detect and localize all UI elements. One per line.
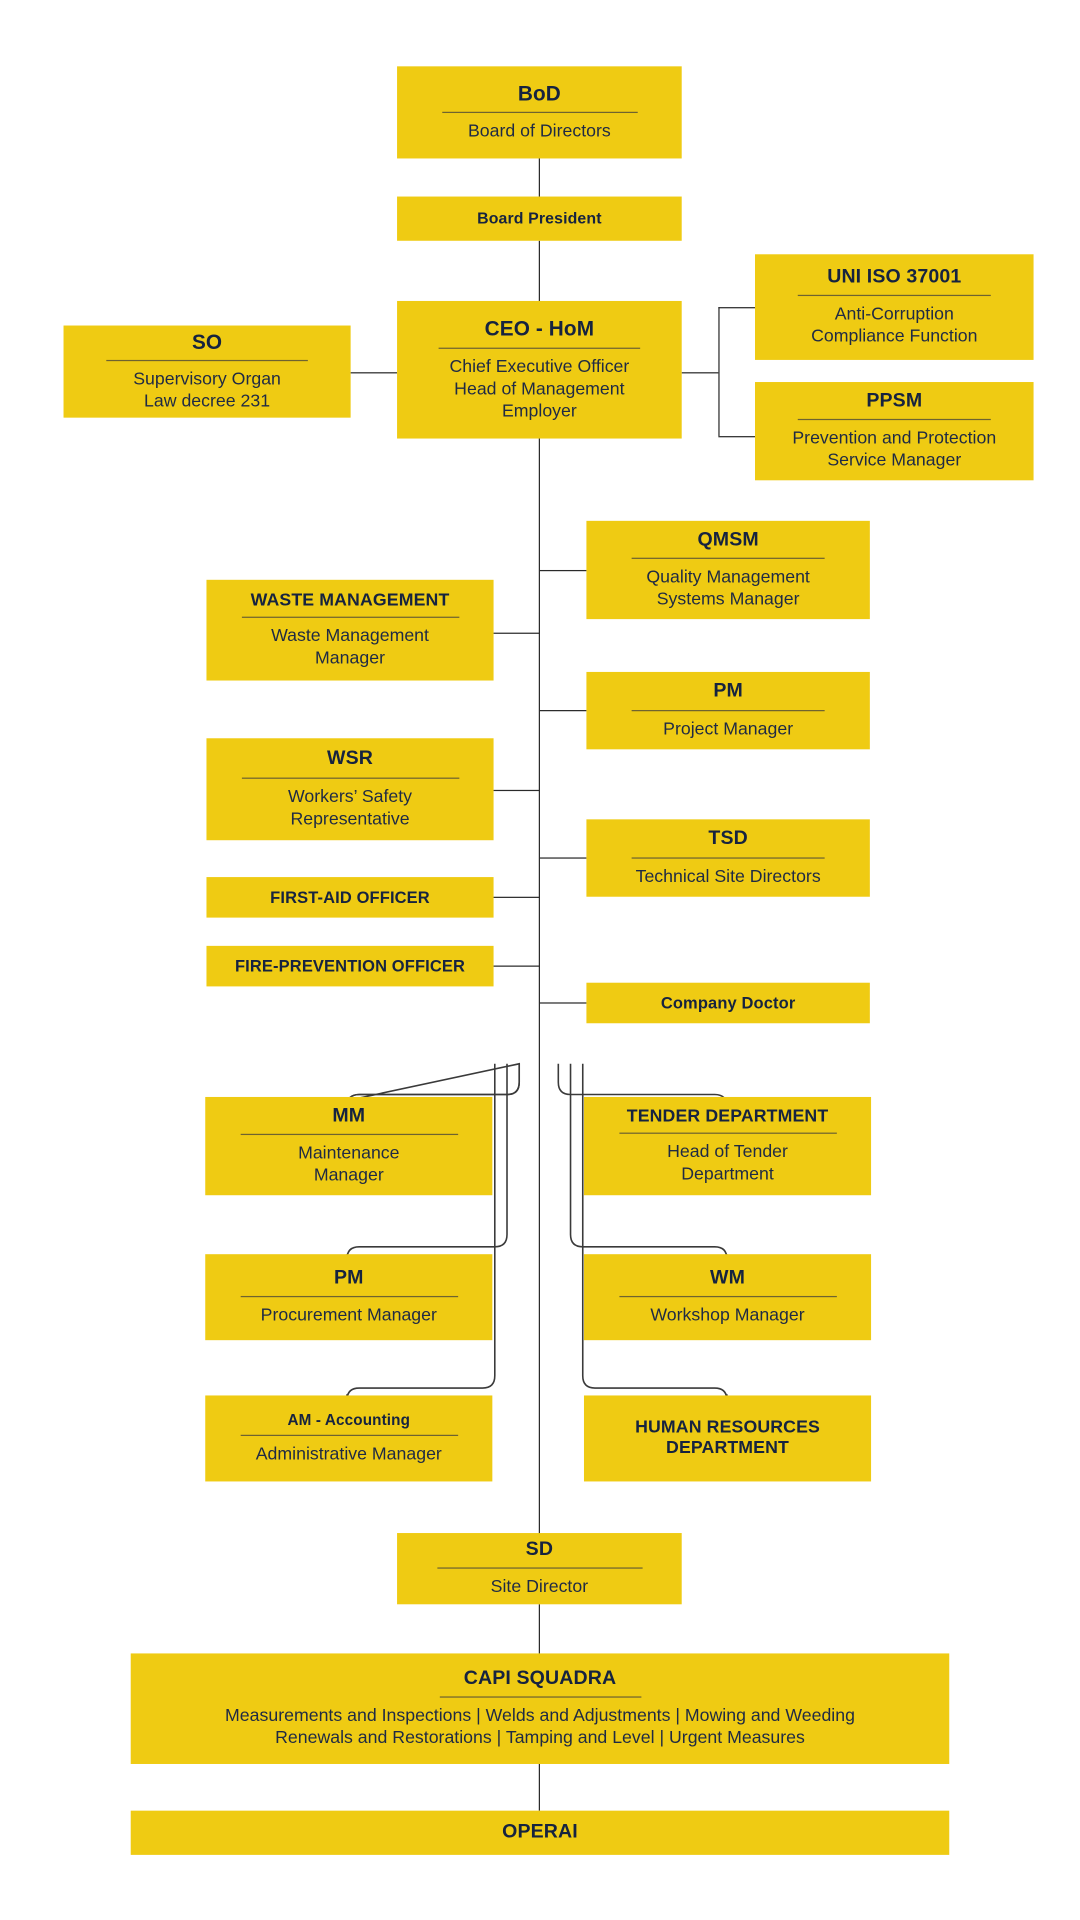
connector-spine-to-pm-project <box>539 710 587 712</box>
node-bod-sub: Board of Directors <box>467 121 611 142</box>
node-tender-rule <box>618 1132 837 1135</box>
node-pm-procurement-sub: Procurement Manager <box>260 1305 437 1326</box>
node-sd-title: SD <box>525 1538 554 1560</box>
node-ceo-rule <box>438 347 641 349</box>
node-uni-iso-rule <box>797 294 991 297</box>
node-tsd-rule <box>631 856 825 859</box>
connector-spine-to-fire-prevention <box>493 965 540 967</box>
connector-right-bus <box>718 307 720 437</box>
node-operai[interactable]: OPERAI <box>130 1810 950 1855</box>
node-mm-title: MM <box>332 1105 366 1127</box>
node-ceo[interactable]: CEO - HoM Chief Executive Officer Head o… <box>397 300 682 439</box>
node-ppsm-sub: Prevention and Protection Service Manage… <box>792 428 997 471</box>
node-capi-squadra-rule <box>439 1696 641 1698</box>
node-pm-procurement-title: PM <box>334 1267 364 1289</box>
node-waste-management[interactable]: WASTE MANAGEMENT Waste Management Manage… <box>206 579 494 681</box>
node-tsd[interactable]: TSD Technical Site Directors <box>586 819 870 897</box>
node-bod-title: BoD <box>517 81 561 106</box>
node-am-accounting[interactable]: AM - Accounting Administrative Manager <box>205 1395 493 1482</box>
node-so[interactable]: SO Supervisory Organ Law decree 231 <box>63 325 351 418</box>
connector-president-to-ceo <box>538 240 540 301</box>
connector-sd-to-capi <box>538 1604 540 1654</box>
connector-bus-to-ppsm <box>718 436 756 438</box>
node-qmsm-sub: Quality Management Systems Manager <box>646 567 810 610</box>
node-capi-squadra-sub: Measurements and Inspections | Welds and… <box>225 1706 855 1749</box>
node-tender-title: TENDER DEPARTMENT <box>626 1106 829 1126</box>
node-so-rule <box>106 360 308 362</box>
node-waste-rule <box>241 616 459 619</box>
node-board-president[interactable]: Board President <box>397 196 682 241</box>
node-hr-title: HUMAN RESOURCES DEPARTMENT <box>635 1417 820 1459</box>
node-pm-procurement-rule <box>240 1296 458 1298</box>
node-pm-procurement-manager[interactable]: PM Procurement Manager <box>205 1254 493 1341</box>
node-ppsm[interactable]: PPSM Prevention and Protection Service M… <box>755 382 1034 481</box>
connector-capi-to-operai <box>538 1763 540 1811</box>
node-pm-project-manager[interactable]: PM Project Manager <box>586 671 870 750</box>
node-first-aid-title: FIRST-AID OFFICER <box>270 887 430 907</box>
connector-spine-to-tsd <box>539 857 587 859</box>
connector-spine-to-wsr <box>493 789 540 792</box>
node-tsd-sub: Technical Site Directors <box>635 866 821 887</box>
node-wm[interactable]: WM Workshop Manager <box>583 1254 872 1341</box>
node-qmsm[interactable]: QMSM Quality Management Systems Manager <box>586 520 870 620</box>
node-ppsm-title: PPSM <box>866 390 923 412</box>
node-tender-department[interactable]: TENDER DEPARTMENT Head of Tender Departm… <box>583 1096 872 1196</box>
node-wsr-title: WSR <box>327 748 374 770</box>
node-bod-rule <box>441 112 638 114</box>
connector-spine-to-first-aid <box>493 896 540 898</box>
node-first-aid-officer[interactable]: FIRST-AID OFFICER <box>206 877 494 918</box>
node-wsr-rule <box>241 777 459 779</box>
node-wsr-sub: Workers’ Safety Representative <box>287 786 413 829</box>
node-human-resources-department[interactable]: HUMAN RESOURCES DEPARTMENT <box>583 1395 872 1482</box>
node-wm-title: WM <box>710 1267 746 1289</box>
node-board-president-title: Board President <box>477 208 602 227</box>
node-qmsm-title: QMSM <box>697 529 759 550</box>
node-mm[interactable]: MM Maintenance Manager <box>205 1096 493 1196</box>
node-ceo-sub: Chief Executive Officer Head of Manageme… <box>449 356 630 422</box>
node-mm-rule <box>240 1133 458 1136</box>
node-ppsm-rule <box>797 418 991 421</box>
node-company-doctor[interactable]: Company Doctor <box>586 982 870 1024</box>
node-operai-title: OPERAI <box>502 1821 578 1843</box>
node-wm-sub: Workshop Manager <box>650 1305 805 1326</box>
node-mm-sub: Maintenance Manager <box>298 1143 400 1186</box>
node-pm-project-rule <box>631 709 825 711</box>
node-am-title: AM - Accounting <box>287 1411 411 1429</box>
node-ceo-title: CEO - HoM <box>484 316 595 341</box>
node-qmsm-rule <box>631 557 825 559</box>
node-pm-project-title: PM <box>713 680 743 702</box>
connector-ceo-right-stub <box>681 372 719 374</box>
node-bod[interactable]: BoD Board of Directors <box>397 66 682 159</box>
node-capi-squadra-title: CAPI SQUADRA <box>463 1667 617 1689</box>
connector-bus-to-iso <box>718 307 756 309</box>
node-wsr[interactable]: WSR Workers’ Safety Representative <box>206 738 494 841</box>
node-fire-prevention-title: FIRE-PREVENTION OFFICER <box>234 956 466 976</box>
node-tsd-title: TSD <box>708 828 748 850</box>
connector-bod-to-president <box>538 158 540 197</box>
node-waste-title: WASTE MANAGEMENT <box>250 590 450 610</box>
node-so-sub: Supervisory Organ Law decree 231 <box>133 369 281 412</box>
node-am-sub: Administrative Manager <box>255 1444 442 1465</box>
node-fire-prevention-officer[interactable]: FIRE-PREVENTION OFFICER <box>206 945 494 987</box>
connector-so-to-ceo <box>350 372 398 374</box>
connector-spine-to-waste <box>493 632 540 634</box>
node-uni-iso-title: UNI ISO 37001 <box>827 266 962 288</box>
node-pm-project-sub: Project Manager <box>663 719 794 740</box>
connector-spine-to-qmsm <box>539 569 587 572</box>
node-sd-rule <box>436 1567 643 1569</box>
node-company-doctor-title: Company Doctor <box>660 993 796 1012</box>
node-capi-squadra[interactable]: CAPI SQUADRA Measurements and Inspection… <box>130 1653 950 1764</box>
node-sd-sub: Site Director <box>490 1577 589 1598</box>
node-uni-iso-sub: Anti-Corruption Compliance Function <box>811 304 978 347</box>
node-wm-rule <box>618 1296 837 1298</box>
node-tender-sub: Head of Tender Department <box>667 1142 788 1185</box>
node-uni-iso-37001[interactable]: UNI ISO 37001 Anti-Corruption Compliance… <box>755 254 1034 360</box>
connector-main-spine <box>538 438 540 1540</box>
node-so-title: SO <box>191 329 223 354</box>
connector-spine-to-company-doctor <box>539 1002 587 1004</box>
node-waste-sub: Waste Management Manager <box>271 626 429 669</box>
node-am-rule <box>240 1434 458 1437</box>
node-sd[interactable]: SD Site Director <box>397 1533 682 1605</box>
